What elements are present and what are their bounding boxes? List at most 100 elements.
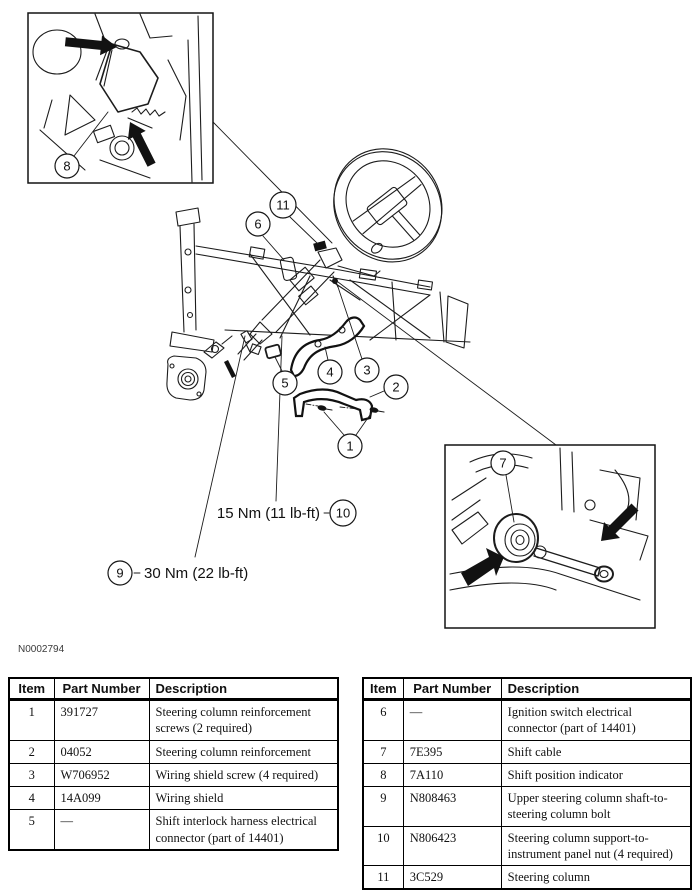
table-header-row: Item Part Number Description [8, 677, 339, 701]
callout-3: 3 [355, 358, 379, 382]
desc-cell: Upper steering column shaft-to-steering … [500, 786, 692, 827]
desc-cell: Wiring shield [148, 785, 339, 811]
table-row: 1 391727 Steering column reinforcement s… [8, 699, 339, 741]
table-row: 10 N806423 Steering column support-to-in… [362, 825, 692, 866]
ignition-switch-connector [280, 257, 297, 281]
table-row: 7 7E395 Shift cable [362, 739, 692, 764]
pointer-arrow-icon [461, 548, 504, 586]
column-reinforcement-bracket [294, 390, 384, 421]
callout-4: 4 [318, 360, 342, 384]
item-cell: 11 [362, 865, 404, 890]
figure-id: N0002794 [18, 644, 65, 655]
part-cell: 04052 [53, 739, 150, 764]
pointer-arrow-icon [127, 122, 156, 167]
svg-text:8: 8 [63, 159, 70, 174]
item-cell: 3 [8, 762, 55, 788]
shift-cable-end [494, 514, 613, 582]
svg-text:5: 5 [281, 376, 288, 391]
part-cell: N806423 [402, 825, 502, 866]
callout-leader-lines [134, 217, 384, 573]
part-cell: — [402, 699, 502, 741]
header-item: Item [8, 677, 55, 701]
item-cell: 2 [8, 739, 55, 764]
svg-text:2: 2 [392, 380, 399, 395]
desc-cell: Shift interlock harness electrical conne… [148, 809, 339, 851]
part-cell: — [53, 809, 150, 851]
callout-5: 5 [273, 371, 297, 395]
shift-interlock-connector [250, 344, 281, 359]
reinforcement-screw [317, 405, 332, 411]
part-cell: N808463 [402, 786, 502, 827]
pointer-arrow-icon [64, 35, 117, 56]
reinforcement-screw [369, 407, 384, 413]
inset-shift-cable: 7 [445, 445, 655, 628]
instrument-panel-frame [170, 208, 470, 352]
svg-text:11: 11 [276, 198, 290, 213]
table-row: 3 W706952 Wiring shield screw (4 require… [8, 762, 339, 788]
table-row: 9 N808463 Upper steering column shaft-to… [362, 786, 692, 827]
callout-7: 7 [491, 451, 515, 475]
parts-table-right: Item Part Number Description 6 — Ignitio… [362, 677, 692, 890]
header-part-number: Part Number [402, 677, 502, 701]
inset7-reference-line [338, 282, 556, 445]
header-item: Item [362, 677, 404, 701]
header-description: Description [148, 677, 339, 701]
wiring-shield [291, 318, 364, 376]
table-header-row: Item Part Number Description [362, 677, 692, 701]
desc-cell: Steering column support-to-instrument pa… [500, 825, 692, 866]
torque-label-30nm: 30 Nm (22 lb-ft) [144, 565, 248, 582]
item-cell: 10 [362, 825, 404, 866]
inset-shift-position-indicator: 8 [28, 13, 213, 183]
table-row: 2 04052 Steering column reinforcement [8, 739, 339, 764]
torque-label-15nm: 15 Nm (11 lb-ft) [217, 505, 320, 522]
svg-text:9: 9 [116, 566, 123, 581]
callout-1: 1 [338, 434, 362, 458]
inset8-reference-line [213, 122, 332, 243]
item-cell: 1 [8, 699, 55, 741]
desc-cell: Steering column reinforcement screws (2 … [148, 699, 339, 741]
part-cell: 14A099 [53, 785, 150, 811]
part-cell: 3C529 [402, 865, 502, 890]
table-row: 5 — Shift interlock harness electrical c… [8, 809, 339, 851]
torque30-leader-line [195, 336, 245, 557]
svg-text:6: 6 [254, 217, 261, 232]
callout-10: 10 [330, 500, 356, 526]
desc-cell: Wiring shield screw (4 required) [148, 762, 339, 788]
callout-9: 9 [108, 561, 132, 585]
item-cell: 4 [8, 785, 55, 811]
table-row: 6 — Ignition switch electrical connector… [362, 699, 692, 741]
item-cell: 5 [8, 809, 55, 851]
desc-cell: Steering column reinforcement [148, 739, 339, 764]
callout-8: 8 [55, 154, 79, 178]
callout-11: 11 [270, 192, 296, 218]
parts-table-left: Item Part Number Description 1 391727 St… [8, 677, 339, 851]
svg-text:10: 10 [336, 506, 350, 521]
part-cell: 391727 [53, 699, 150, 741]
table-row: 8 7A110 Shift position indicator [362, 762, 692, 788]
desc-cell: Shift cable [500, 739, 692, 764]
callout-2: 2 [384, 375, 408, 399]
header-description: Description [500, 677, 692, 701]
desc-cell: Ignition switch electrical connector (pa… [500, 699, 692, 741]
header-part-number: Part Number [53, 677, 150, 701]
desc-cell: Steering column [500, 865, 692, 890]
svg-text:1: 1 [346, 439, 353, 454]
desc-cell: Shift position indicator [500, 762, 692, 788]
torque15-leader-line [276, 336, 282, 501]
part-cell: 7E395 [402, 739, 502, 764]
svg-text:7: 7 [499, 456, 506, 471]
part-cell: W706952 [53, 762, 150, 788]
svg-text:4: 4 [326, 365, 333, 380]
table-row: 4 14A099 Wiring shield [8, 785, 339, 811]
steering-column [238, 240, 380, 360]
ignition-lock-cylinder [167, 336, 236, 400]
steering-wheel [310, 127, 465, 284]
callout-6: 6 [246, 212, 270, 236]
svg-text:3: 3 [363, 363, 370, 378]
item-cell: 9 [362, 786, 404, 827]
table-row: 11 3C529 Steering column [362, 865, 692, 890]
item-cell: 8 [362, 762, 404, 788]
item-cell: 7 [362, 739, 404, 764]
item-cell: 6 [362, 699, 404, 741]
